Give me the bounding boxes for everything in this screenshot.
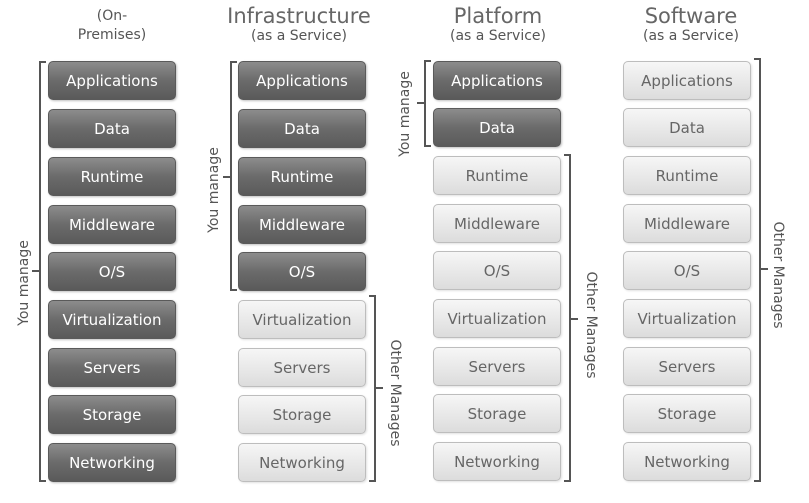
paas-title-sub: (as a Service)	[449, 28, 547, 45]
saas-title: Software (as a Service)	[611, 4, 771, 44]
iaas-runtime: Runtime	[238, 157, 366, 196]
on-premises-applications: Applications	[48, 61, 176, 100]
saas-os: O/S	[623, 251, 751, 290]
saas-middleware: Middleware	[623, 204, 751, 243]
saas-title-sub: (as a Service)	[642, 28, 740, 45]
iaas-applications: Applications	[238, 61, 366, 100]
iaas-title-main: Infrastructure	[227, 4, 371, 28]
paas-os: O/S	[433, 251, 561, 290]
paas-middleware: Middleware	[433, 204, 561, 243]
iaas-servers: Servers	[238, 348, 366, 387]
on-premises-servers: Servers	[48, 348, 176, 387]
paas-storage: Storage	[433, 394, 561, 433]
saas-title-main: Software	[644, 4, 738, 28]
saas-other-manages-tick	[761, 268, 768, 270]
saas-networking: Networking	[623, 442, 751, 481]
iaas-storage: Storage	[238, 395, 366, 434]
on-premises-networking: Networking	[48, 443, 176, 482]
saas-servers: Servers	[623, 347, 751, 386]
on-premises-bracket-tick	[32, 270, 39, 272]
iaas-you-manage-tick	[223, 176, 230, 178]
on-premises-title: (On- Premises)	[62, 7, 162, 45]
paas-other-manages-tick	[571, 318, 578, 320]
saas-data: Data	[623, 108, 751, 147]
saas-other-manages-bracket	[754, 58, 761, 482]
saas-applications: Applications	[623, 61, 751, 100]
saas-other-manages-label: Other Manages	[770, 221, 786, 329]
iaas-title: Infrastructure (as a Service)	[219, 4, 379, 44]
iaas-middleware: Middleware	[238, 205, 366, 244]
iaas-other-manages-bracket	[369, 295, 376, 482]
paas-other-manages-label: Other Manages	[583, 271, 599, 379]
on-premises-virtualization: Virtualization	[48, 300, 176, 339]
paas-you-manage-tick	[417, 102, 424, 104]
paas-runtime: Runtime	[433, 156, 561, 195]
saas-runtime: Runtime	[623, 156, 751, 195]
on-premises-storage: Storage	[48, 395, 176, 434]
iaas-networking: Networking	[238, 443, 366, 482]
on-premises-you-manage-bracket	[39, 61, 46, 482]
paas-title-main: Platform	[453, 4, 543, 28]
paas-data: Data	[433, 108, 561, 147]
paas-you-manage-bracket	[424, 60, 431, 147]
paas-you-manage-label: You manage	[397, 71, 413, 157]
paas-title: Platform (as a Service)	[418, 4, 578, 44]
paas-applications: Applications	[433, 61, 561, 100]
iaas-other-manages-label: Other Manages	[387, 339, 403, 447]
on-premises-middleware: Middleware	[48, 205, 176, 244]
paas-other-manages-bracket	[564, 154, 571, 482]
on-premises-runtime: Runtime	[48, 157, 176, 196]
on-premises-os: O/S	[48, 252, 176, 291]
paas-networking: Networking	[433, 442, 561, 481]
iaas-you-manage-label: You manage	[206, 147, 222, 233]
on-premises-data: Data	[48, 109, 176, 148]
on-premises-you-manage-label: You manage	[16, 240, 32, 326]
iaas-you-manage-bracket	[230, 61, 237, 291]
paas-servers: Servers	[433, 347, 561, 386]
iaas-virtualization: Virtualization	[238, 300, 366, 339]
on-premises-title-line2: Premises)	[77, 26, 147, 43]
iaas-title-sub: (as a Service)	[250, 28, 348, 45]
iaas-os: O/S	[238, 252, 366, 291]
saas-storage: Storage	[623, 394, 751, 433]
iaas-data: Data	[238, 109, 366, 148]
paas-virtualization: Virtualization	[433, 299, 561, 338]
saas-virtualization: Virtualization	[623, 299, 751, 338]
on-premises-title-line1: (On-	[96, 8, 128, 24]
iaas-other-manages-tick	[376, 387, 383, 389]
